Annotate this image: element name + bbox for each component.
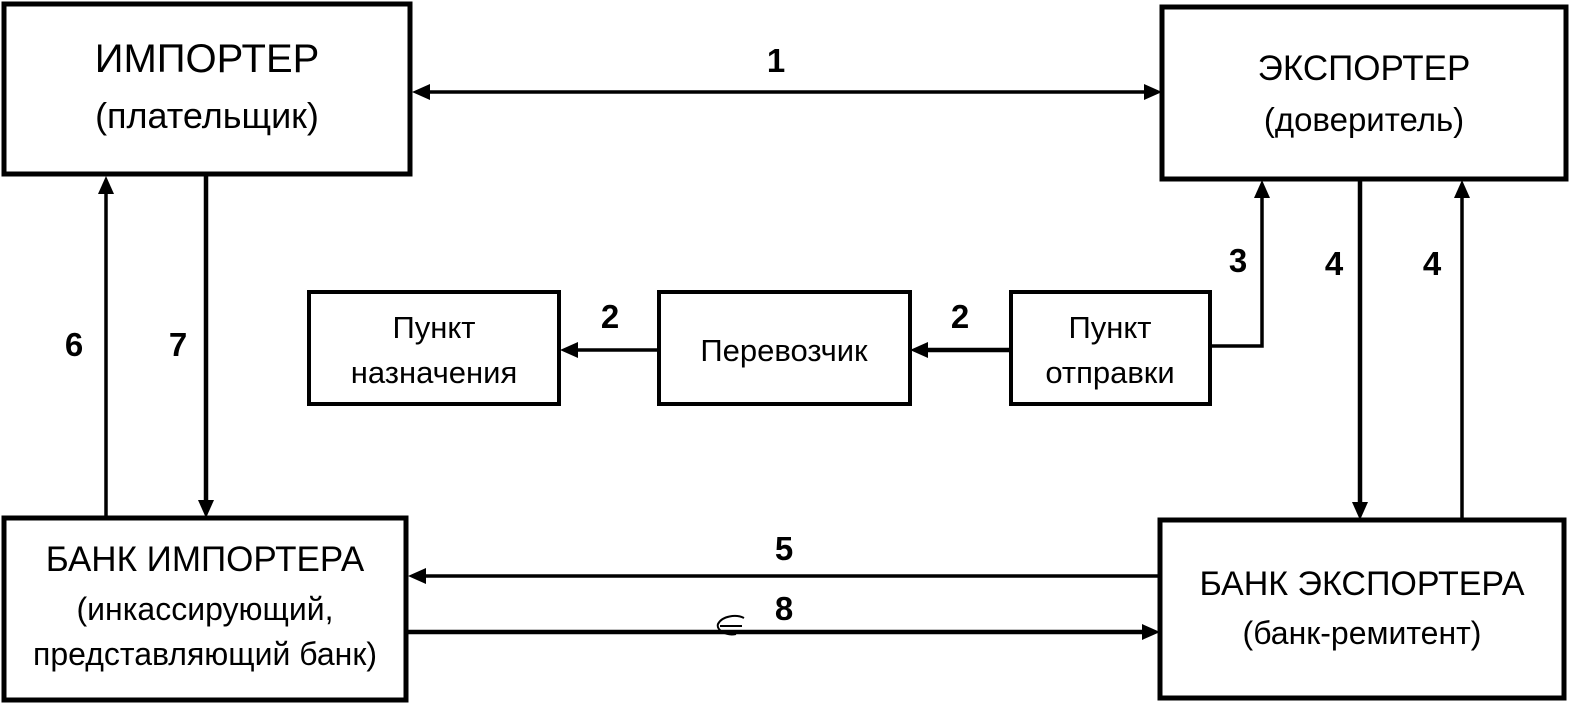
exporter-bank-title: БАНК ЭКСПОРТЕРА	[1199, 565, 1524, 603]
importer-bank-line3: представляющий банк)	[33, 636, 377, 672]
importer-subtitle: (плательщик)	[95, 95, 319, 136]
edge-label-3: 3	[1229, 242, 1247, 279]
edge-label-2a: 2	[601, 298, 619, 335]
exporter-title: ЭКСПОРТЕР	[1258, 49, 1471, 88]
exporter-subtitle: (доверитель)	[1264, 101, 1464, 138]
destination-box: Пункт назначения	[307, 290, 561, 406]
importer-title: ИМПОРТЕР	[95, 37, 320, 81]
importer-bank-title: БАНК ИМПОРТЕРА	[46, 540, 365, 579]
destination-line2: назначения	[351, 355, 518, 390]
exporter-box: ЭКСПОРТЕР (доверитель)	[1159, 4, 1569, 182]
importer-bank-line2: (инкассирующий,	[77, 591, 334, 627]
departure-line2: отправки	[1045, 355, 1174, 390]
exporter-bank-subtitle: (банк-ремитент)	[1243, 615, 1482, 651]
edge-label-2b: 2	[951, 298, 969, 335]
edge-label-8: 8	[775, 590, 793, 627]
edge-2-carrier-destination: 2	[560, 298, 659, 358]
destination-line1: Пункт	[392, 310, 475, 345]
importer-bank-box: БАНК ИМПОРТЕРА (инкассирующий, представл…	[1, 515, 409, 703]
edge-label-5: 5	[775, 530, 793, 567]
departure-line1: Пункт	[1068, 310, 1151, 345]
scribble-mark	[716, 615, 745, 636]
exporter-bank-box: БАНК ЭКСПОРТЕРА (банк-ремитент)	[1157, 517, 1567, 701]
edge-label-4a: 4	[1325, 245, 1344, 282]
edge-label-6: 6	[65, 326, 83, 363]
edge-2-departure-carrier: 2	[910, 298, 1011, 358]
edge-label-7: 7	[169, 326, 187, 363]
carrier-label: Перевозчик	[700, 333, 868, 368]
edge-5-exporter-bank-to-importer-bank: 5	[408, 530, 1160, 584]
edge-6-importer-bank-to-importer: 6	[65, 176, 114, 518]
importer-box: ИМПОРТЕР (плательщик)	[1, 1, 413, 177]
edge-1-importer-exporter: 1	[412, 42, 1162, 100]
edge-7-importer-to-importer-bank: 7	[169, 174, 214, 518]
edge-label-1: 1	[767, 42, 785, 79]
edge-3-departure-exporter: 3	[1210, 180, 1270, 348]
carrier-box: Перевозчик	[657, 290, 912, 406]
edge-label-4b: 4	[1423, 245, 1442, 282]
edge-8-importer-bank-to-exporter-bank: 8	[406, 590, 1160, 640]
departure-box: Пункт отправки	[1009, 290, 1212, 406]
edge-4-bank-to-exporter: 4	[1423, 180, 1470, 520]
edge-4-exporter-to-bank: 4	[1325, 179, 1368, 520]
